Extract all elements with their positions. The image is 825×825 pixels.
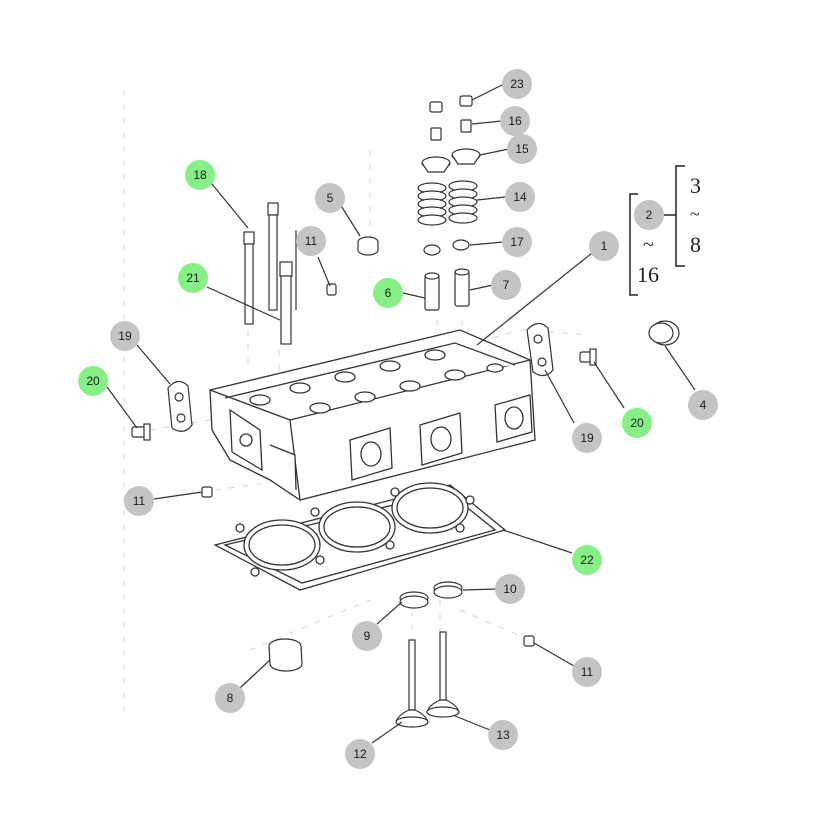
range-right-end: 8 bbox=[690, 232, 701, 257]
callout-9[interactable]: 9 bbox=[352, 621, 382, 651]
callout-10[interactable]: 10 bbox=[495, 574, 525, 604]
callout-8[interactable]: 8 bbox=[215, 683, 245, 713]
callout-20-right[interactable]: 20 bbox=[622, 408, 652, 438]
callout-6[interactable]: 6 bbox=[373, 278, 403, 308]
callout-11-top[interactable]: 11 bbox=[296, 226, 326, 256]
range-left-end: 16 bbox=[637, 262, 659, 287]
callout-16[interactable]: 16 bbox=[500, 106, 530, 136]
range-right-tilde: ~ bbox=[690, 204, 700, 224]
callout-18[interactable]: 18 bbox=[185, 160, 215, 190]
callout-7[interactable]: 7 bbox=[491, 270, 521, 300]
cylinder-head bbox=[209, 329, 536, 501]
plug-11-lower bbox=[523, 635, 535, 647]
callout-22[interactable]: 22 bbox=[572, 545, 602, 575]
valve-train-right bbox=[448, 95, 481, 307]
callout-4[interactable]: 4 bbox=[688, 390, 718, 420]
callout-11-right[interactable]: 11 bbox=[572, 657, 602, 687]
callout-19-left[interactable]: 19 bbox=[110, 321, 140, 351]
callout-13[interactable]: 13 bbox=[488, 720, 518, 750]
callout-17[interactable]: 17 bbox=[502, 227, 532, 257]
cap-4 bbox=[648, 320, 680, 346]
stem-seal-5 bbox=[357, 236, 379, 256]
plug-11-left bbox=[201, 486, 213, 498]
cup-8 bbox=[268, 638, 303, 672]
head-bolts bbox=[243, 202, 297, 345]
callout-12[interactable]: 12 bbox=[345, 739, 375, 769]
gaskets-19 bbox=[167, 322, 554, 432]
callout-21[interactable]: 21 bbox=[178, 263, 208, 293]
range-left-tilde: ~ bbox=[643, 234, 654, 256]
callout-14[interactable]: 14 bbox=[505, 182, 535, 212]
valve-seats bbox=[399, 581, 463, 609]
callout-19-right[interactable]: 19 bbox=[572, 423, 602, 453]
callout-15[interactable]: 15 bbox=[507, 134, 537, 164]
valves bbox=[395, 631, 460, 728]
callout-23[interactable]: 23 bbox=[502, 69, 532, 99]
plug-11-top bbox=[326, 283, 337, 296]
plugs-20 bbox=[131, 348, 597, 441]
callout-2[interactable]: 2 bbox=[634, 200, 664, 230]
callout-1[interactable]: 1 bbox=[589, 231, 619, 261]
callout-20-left[interactable]: 20 bbox=[78, 366, 108, 396]
head-gasket-22 bbox=[213, 482, 507, 591]
leader-lines bbox=[106, 83, 696, 744]
range-brackets bbox=[629, 165, 685, 296]
callout-5[interactable]: 5 bbox=[315, 183, 345, 213]
valve-train-left bbox=[417, 101, 451, 311]
range-right-start: 3 bbox=[690, 173, 701, 198]
callout-11-left[interactable]: 11 bbox=[124, 486, 154, 516]
